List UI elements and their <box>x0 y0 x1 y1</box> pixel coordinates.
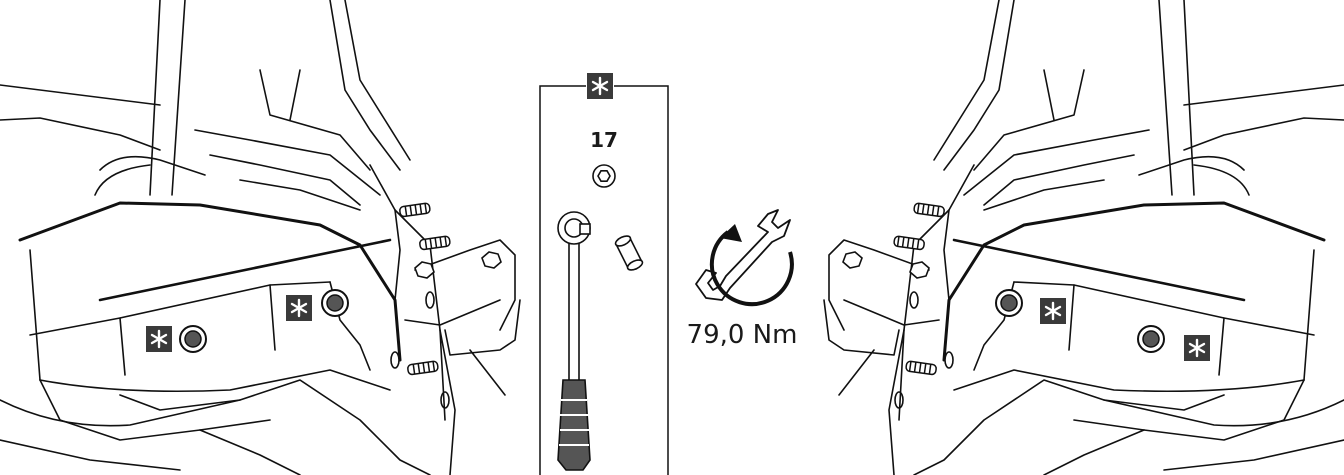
torque-value-label: 79,0 Nm <box>687 320 798 350</box>
left-frame-bolt-2 <box>321 289 349 317</box>
asterisk-marker-icon <box>284 293 314 323</box>
socket-size-label: 17 <box>590 128 618 152</box>
socket-icon <box>614 235 644 271</box>
asterisk-marker-icon <box>1182 333 1212 363</box>
asterisk-marker-icon <box>585 71 615 101</box>
right-frame-illustration <box>823 0 1344 475</box>
rotation-arrow-icon <box>709 224 794 307</box>
right-bracket-nuts <box>842 251 930 279</box>
right-frame-bolt-1 <box>1137 325 1165 353</box>
asterisk-marker-icon <box>1038 296 1068 326</box>
right-studs <box>892 202 946 376</box>
left-bracket-nuts <box>414 251 502 279</box>
right-frame-bolt-2 <box>995 289 1023 317</box>
hex-nut-icon <box>592 164 616 188</box>
asterisk-marker-icon <box>144 324 174 354</box>
left-frame-illustration <box>0 0 521 475</box>
torque-wrench-icon <box>695 209 791 301</box>
left-frame-bolt-1 <box>179 325 207 353</box>
ratchet-wrench-icon <box>557 211 591 471</box>
tool-panel: 17 <box>539 71 669 475</box>
left-studs <box>398 202 452 376</box>
